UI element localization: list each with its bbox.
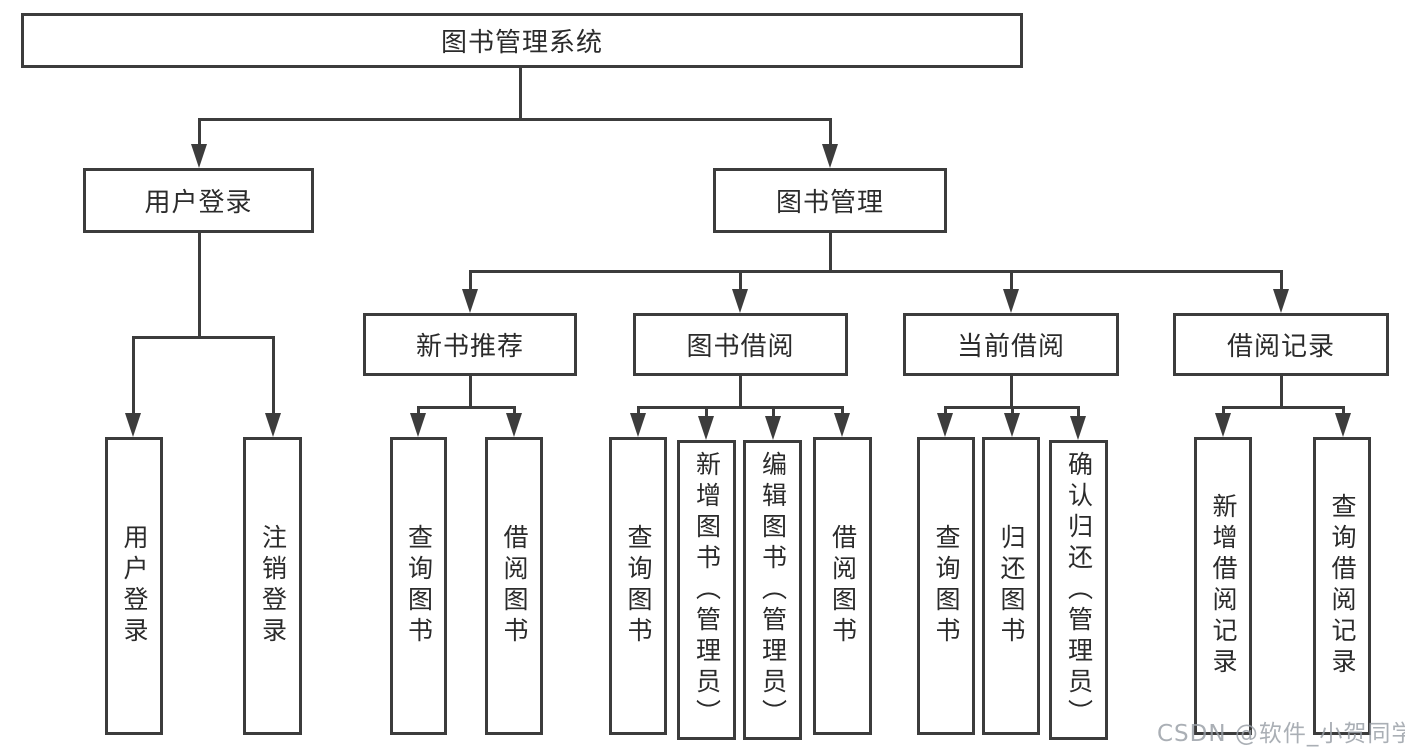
connector-line [1342,406,1345,416]
node-new-book-recommend: 新书推荐 [363,313,577,376]
arrow-down-icon [1335,413,1351,437]
node-label: 查询图书 [624,524,653,648]
node-label: 借阅图书 [828,524,858,648]
node-label: 新书推荐 [415,332,524,362]
leaf-add-books-admin: 新增图书（管理员） [677,440,736,740]
connector-line [132,336,135,414]
leaf-add-borrow-record: 新增借阅记录 [1194,437,1252,735]
node-label: 借阅记录 [1226,332,1335,362]
node-user-login: 用户登录 [83,168,314,233]
leaf-borrow-books-recommend: 借阅图书 [485,437,543,735]
connector-line [841,406,844,416]
connector-line [739,270,742,292]
node-label: 图书借阅 [686,332,795,362]
connector-line [1280,270,1283,292]
arrow-down-icon [765,416,781,440]
leaf-query-books-borrowing: 查询图书 [609,437,667,735]
connector-line [469,270,1283,273]
leaf-return-books: 归还图书 [982,437,1040,735]
leaf-edit-books-admin: 编辑图书（管理员） [743,440,802,740]
connector-line [469,270,472,292]
node-label: 图书管理 [775,188,884,218]
connector-line [513,406,516,416]
node-label: 用户登录 [144,188,253,218]
connector-line [1010,376,1013,409]
node-current-borrowing: 当前借阅 [903,313,1119,376]
node-label: 查询图书 [404,524,434,648]
connector-line [1222,406,1225,416]
connector-line [1077,406,1080,418]
node-label: 新增图书（管理员） [692,450,722,730]
node-label: 图书管理系统 [440,28,603,58]
leaf-query-borrow-record: 查询借阅记录 [1313,437,1371,735]
leaf-borrow-books-borrowing: 借阅图书 [813,437,872,735]
arrow-down-icon [265,413,281,437]
node-label: 注销登录 [258,524,288,648]
connector-line [198,233,201,336]
arrow-down-icon [732,289,748,313]
arrow-down-icon [822,144,838,168]
connector-line [132,336,274,339]
node-label: 新增借阅记录 [1209,493,1238,679]
connector-line [829,118,832,146]
connector-line [417,406,516,409]
connector-line [469,376,472,409]
leaf-logout: 注销登录 [243,437,302,735]
arrow-down-icon [191,144,207,168]
connector-line [198,118,201,146]
connector-line [198,118,832,121]
connector-line [829,233,832,273]
connector-line [1280,376,1283,409]
node-label: 当前借阅 [956,332,1065,362]
arrow-down-icon [462,289,478,313]
leaf-query-books-recommend: 查询图书 [390,437,447,735]
connector-line [417,406,420,416]
connector-line [739,376,742,409]
connector-line [1011,406,1014,416]
arrow-down-icon [937,413,953,437]
leaf-confirm-return-admin: 确认归还（管理员） [1049,440,1108,740]
arrow-down-icon [125,413,141,437]
node-book-management: 图书管理 [713,168,947,233]
leaf-user-login: 用户登录 [105,437,163,735]
leaf-query-books-current: 查询图书 [917,437,975,735]
arrow-down-icon [1215,413,1231,437]
arrow-down-icon [834,413,850,437]
arrow-down-icon [1070,416,1086,440]
connector-line [1010,270,1013,292]
node-label: 用户登录 [120,524,149,648]
connector-line [519,68,522,118]
arrow-down-icon [698,416,714,440]
node-label: 确认归还（管理员） [1064,450,1094,730]
node-book-borrowing: 图书借阅 [633,313,848,376]
connector-line [1222,406,1345,409]
node-label: 归还图书 [997,524,1026,648]
node-root-book-management-system: 图书管理系统 [21,13,1023,68]
arrow-down-icon [1004,413,1020,437]
connector-line [944,406,947,416]
connector-line [772,406,775,418]
csdn-watermark: CSDN @软件_小贺同学 [1157,721,1405,747]
connector-line [705,406,708,418]
connector-line [637,406,640,416]
arrow-down-icon [1003,289,1019,313]
arrow-down-icon [1273,289,1289,313]
node-label: 编辑图书（管理员） [758,450,788,730]
node-label: 借阅图书 [500,524,529,648]
node-label: 查询图书 [932,524,961,648]
arrow-down-icon [630,413,646,437]
arrow-down-icon [506,413,522,437]
connector-line [272,336,275,414]
connector-line [637,406,844,409]
arrow-down-icon [410,413,426,437]
node-borrowing-records: 借阅记录 [1173,313,1389,376]
node-label: 查询借阅记录 [1328,493,1357,679]
